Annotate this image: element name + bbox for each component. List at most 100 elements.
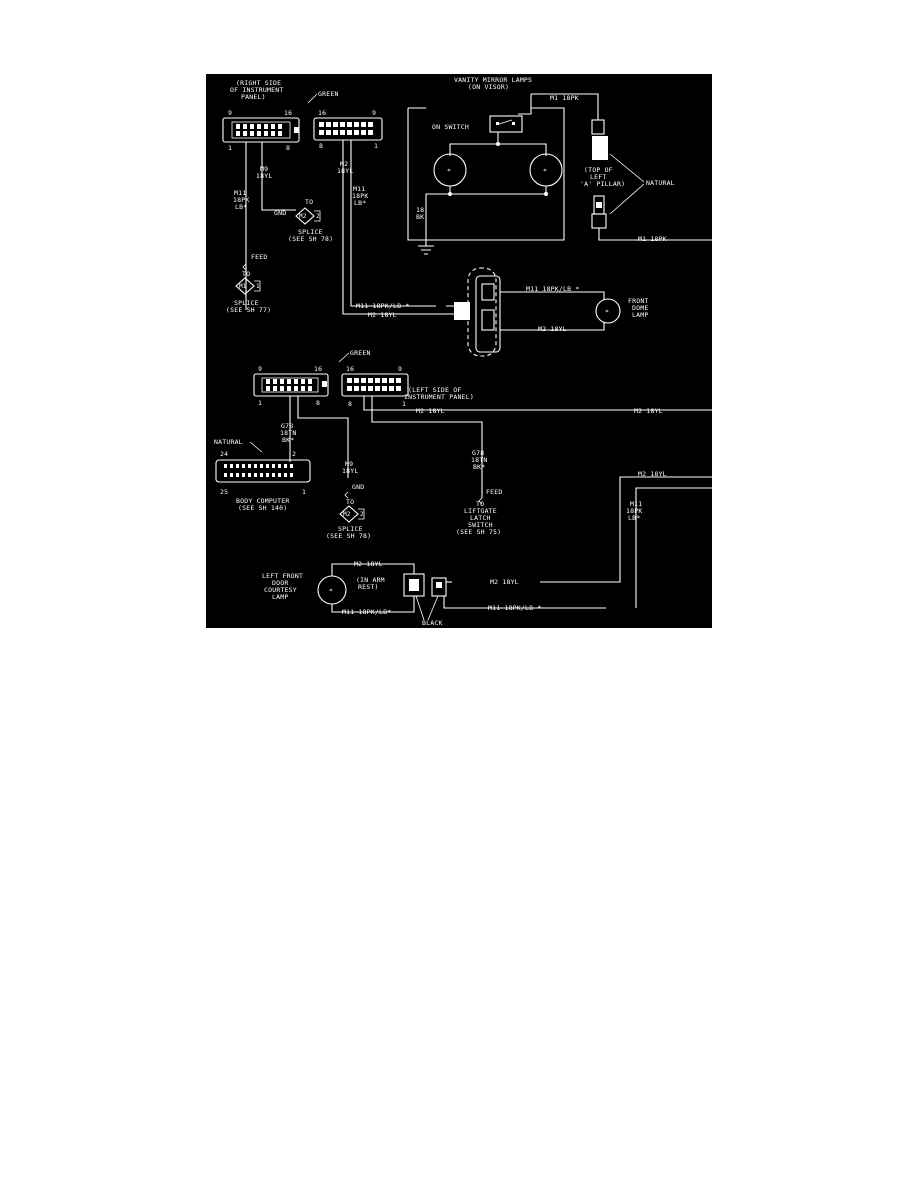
feed-label-left: FEED (251, 253, 267, 261)
svg-text:18PK: 18PK (233, 196, 249, 204)
g78-left-label: G78 18TN BK* (280, 422, 296, 444)
right-female-connector: 16 9 8 1 (313, 109, 383, 150)
svg-text:(ON VISOR): (ON VISOR) (468, 83, 509, 91)
m2-right-label: M2 18YL (638, 470, 667, 478)
svg-text:(LEFT SIDE OF: (LEFT SIDE OF (408, 386, 461, 394)
svg-text:LEFT FRONT: LEFT FRONT (262, 572, 303, 580)
svg-text:18YL: 18YL (256, 172, 272, 180)
svg-text:9: 9 (228, 109, 232, 117)
to-label-mid: TO (346, 498, 354, 506)
m11-top-label: M11 18PK LB* (352, 185, 368, 207)
door-connector-right (431, 577, 452, 597)
dome-out-wires (500, 291, 605, 331)
m1-bottom-label: M1 18PK (638, 235, 667, 243)
on-switch (489, 115, 523, 133)
m2-dome-out-label: M2 18YL (538, 325, 567, 333)
svg-text:(TOP OF: (TOP OF (584, 166, 613, 174)
svg-text:18: 18 (416, 206, 424, 214)
svg-text:24: 24 (220, 450, 228, 458)
green-leader-mid (338, 352, 350, 363)
g78-right-label: G78 18TN BK* (471, 449, 487, 471)
svg-text:COURTESY: COURTESY (264, 586, 297, 594)
svg-text:LEFT: LEFT (590, 173, 606, 181)
svg-text:DOME: DOME (632, 304, 648, 312)
svg-text:SPLICE: SPLICE (298, 228, 323, 236)
svg-text:SPLICE: SPLICE (338, 525, 363, 533)
svg-text:18TN: 18TN (280, 429, 296, 437)
ground-icon (418, 242, 434, 255)
svg-text:M11: M11 (234, 189, 246, 197)
feed-label-right: FEED (486, 488, 502, 496)
svg-text:M9: M9 (345, 460, 353, 468)
black-label: BLACK (422, 619, 443, 627)
svg-text:16: 16 (284, 109, 292, 117)
svg-text:(SEE SH 78): (SEE SH 78) (326, 532, 371, 540)
svg-text:18YL: 18YL (342, 467, 358, 475)
to-label-left: TO (242, 270, 250, 278)
splice-top-caption: SPLICE (SEE SH 78) (288, 228, 333, 243)
svg-text:1: 1 (302, 488, 306, 496)
left-panel-label: (LEFT SIDE OF INSTRUMENT PANEL) (404, 386, 474, 401)
svg-text:1: 1 (256, 283, 260, 290)
splice-m1: M1 1 (235, 277, 261, 295)
m9-mid-label: M9 18YL (342, 460, 358, 475)
mid-connector-wires (289, 396, 712, 498)
svg-text:9: 9 (398, 365, 402, 373)
liftgate-label: TO LIFTGATE LATCH SWITCH (SEE SH 75) (456, 500, 501, 536)
feed-arrow-right (478, 497, 483, 505)
svg-text:1: 1 (402, 400, 406, 408)
m2-mid-left-label: M2 18YL (416, 407, 445, 415)
svg-text:SWITCH: SWITCH (468, 521, 493, 529)
arm-rest-label: (IN ARM REST) (356, 576, 385, 591)
svg-text:(RIGHT SIDE: (RIGHT SIDE (236, 79, 281, 87)
svg-text:8: 8 (316, 399, 320, 407)
door-lamp-wires (331, 563, 415, 613)
splice-m2-mid: M2 2 (339, 505, 365, 523)
m11-dome-out-label: M11 18PK/LB * (526, 285, 579, 293)
body-computer-connector: 24 2 25 1 (215, 450, 311, 496)
left-male-connector: 9 16 1 8 (253, 365, 329, 407)
svg-text:TO: TO (476, 500, 484, 508)
svg-text:2: 2 (316, 213, 320, 220)
m9-right-label: M9 18YL (256, 165, 272, 180)
svg-text:M11: M11 (630, 500, 642, 508)
svg-text:'A' PILLAR): 'A' PILLAR) (580, 180, 625, 188)
m11-door-right-label: M11 18PK/LB * (488, 604, 541, 612)
svg-text:LB*: LB* (354, 199, 366, 207)
svg-text:1: 1 (228, 144, 232, 152)
m11-right-label: M11 18PK LB* (626, 500, 642, 522)
m11-door-left-label: M11 18PK/LB* (342, 608, 391, 616)
svg-text:1: 1 (374, 142, 378, 150)
splice-mid-caption: SPLICE (SEE SH 78) (326, 525, 371, 540)
m11-door-right-wire (443, 596, 606, 609)
wiring-diagram: (RIGHT SIDE OF INSTRUMENT PANEL) GREEN 9… (206, 74, 712, 628)
svg-text:SPLICE: SPLICE (234, 299, 259, 307)
svg-text:2: 2 (360, 511, 364, 518)
vanity-wiring (425, 132, 548, 242)
m1-top-label: M1 18PK (550, 94, 579, 102)
ground-wire-label: 18 BK (416, 206, 424, 221)
right-vertical-wires (540, 476, 712, 608)
m2-mid-right-label: M2 18YL (634, 407, 663, 415)
svg-text:*: * (605, 308, 609, 316)
right-panel-label: (RIGHT SIDE OF INSTRUMENT PANEL) (230, 79, 283, 101)
svg-text:*: * (543, 167, 547, 175)
vanity-housing: M1 18PK (407, 93, 599, 241)
svg-text:FRONT: FRONT (628, 297, 649, 305)
pillar-connector-top (591, 119, 608, 160)
svg-text:(SEE SH 75): (SEE SH 75) (456, 528, 501, 536)
top-connector-wires (245, 140, 446, 315)
svg-text:18PK: 18PK (626, 507, 642, 515)
door-courtesy-lamp: * (317, 575, 347, 605)
svg-text:OF INSTRUMENT: OF INSTRUMENT (230, 86, 283, 94)
svg-text:(SEE SH 140): (SEE SH 140) (238, 504, 287, 512)
door-connector-left (403, 573, 425, 597)
svg-text:9: 9 (372, 109, 376, 117)
svg-text:M2: M2 (340, 160, 348, 168)
svg-text:18TN: 18TN (471, 456, 487, 464)
svg-text:REST): REST) (358, 583, 379, 591)
to-label-top: TO (305, 198, 313, 206)
svg-text:16: 16 (346, 365, 354, 373)
svg-text:BK*: BK* (473, 463, 485, 471)
svg-text:M11: M11 (353, 185, 365, 193)
